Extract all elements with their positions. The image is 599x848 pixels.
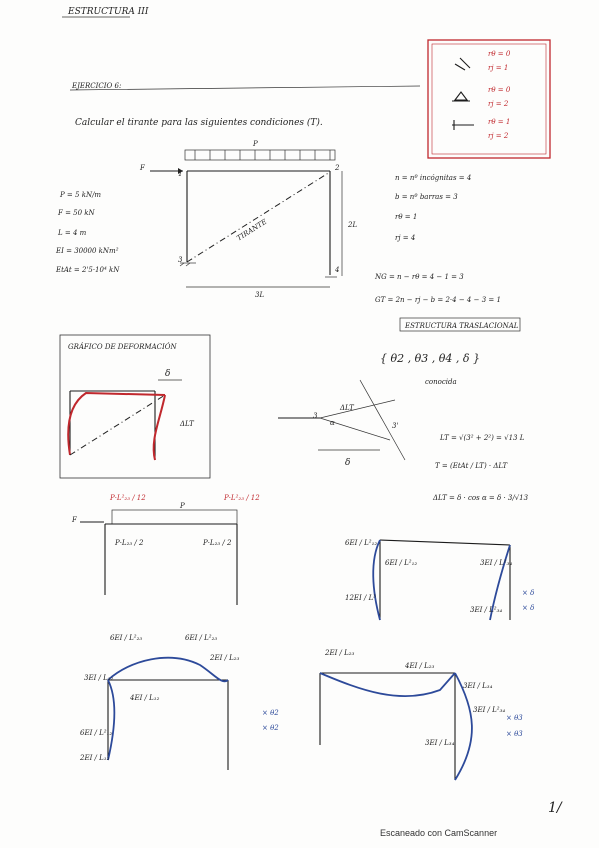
svg-text:× δ: × δ	[522, 604, 534, 612]
svg-text:3EI / L₃₄: 3EI / L₃₄	[425, 739, 455, 747]
deformation-delta: δ	[165, 369, 170, 379]
svg-text:6EI / L²₁₂: 6EI / L²₁₂	[345, 539, 377, 547]
legend-row-3-sub: rj = 2	[488, 132, 509, 140]
legend-row-1: rθ = 0	[488, 50, 511, 58]
geometry-note: 3 3' ΔLT α δ LT = √(3² + 2²) = √13 L T =…	[278, 379, 529, 502]
svg-text:2: 2	[334, 164, 340, 172]
structure-counts: n = nº incógnitas = 4 b = nº barras = 3 …	[374, 174, 521, 386]
svg-text:3EI / L²₃₄: 3EI / L²₃₄	[470, 606, 502, 614]
svg-text:12EI / L³: 12EI / L³	[345, 594, 376, 602]
gt-formula: GT = 2n − rj − b = 2·4 − 4 − 3 = 1	[375, 296, 501, 304]
data-item-5: EtAt = 2'5·10⁴ kN	[55, 266, 120, 274]
deformation-title: GRÁFICO DE DEFORMACIÓN	[68, 342, 177, 351]
statement-text: Calcular el tirante para las siguientes …	[75, 117, 323, 128]
svg-text:6EI / L²₁₂: 6EI / L²₁₂	[385, 559, 417, 567]
svg-text:n = nº incógnitas = 4: n = nº incógnitas = 4	[395, 174, 471, 182]
formula-lt: LT = √(3² + 2²) = √13 L	[439, 434, 525, 442]
legend-row-1-sub: rj = 1	[488, 64, 508, 72]
ng-formula: NG = n − rθ = 4 − 1 = 3	[374, 273, 464, 281]
svg-text:6EI / L²₁₂: 6EI / L²₁₂	[80, 729, 112, 737]
svg-text:3EI / L²₃₄: 3EI / L²₃₄	[480, 559, 512, 567]
moment-diagram-4: 2EI / L₂₃ 4EI / L₂₃ 3EI / L₃₄ 3EI / L²₃₄…	[319, 649, 523, 781]
svg-text:rθ = 1: rθ = 1	[395, 213, 417, 221]
height-label: 2L	[347, 221, 357, 229]
deformation-dlt: ΔLT	[179, 420, 195, 428]
support-legend-box: rθ = 0 rj = 1 rθ = 0 rj = 2 rθ = 1 rj = …	[427, 39, 551, 159]
force-label: F	[139, 164, 146, 172]
formula-dlt: ΔLT = δ · cos α = δ · 3/√13	[432, 494, 529, 502]
svg-text:α: α	[330, 419, 335, 427]
svg-text:P·L²₂₃ / 12: P·L²₂₃ / 12	[223, 494, 260, 502]
svg-text:× θ3: × θ3	[506, 730, 523, 738]
legend-row-2-sub: rj = 2	[488, 100, 509, 108]
structure-type: ESTRUCTURA TRASLACIONAL	[404, 322, 519, 330]
svg-text:δ: δ	[345, 458, 350, 468]
svg-text:3': 3'	[392, 422, 398, 430]
svg-text:× θ2: × θ2	[262, 724, 279, 732]
svg-text:2EI / L₂₃: 2EI / L₂₃	[324, 649, 355, 657]
fixed-support-icon	[454, 57, 471, 71]
svg-text:6EI / L²₂₃: 6EI / L²₂₃	[185, 634, 217, 642]
unknowns-set: { θ2 , θ3 , θ4 , δ }	[380, 352, 480, 365]
width-label: 3L	[255, 291, 264, 299]
moment-diagram-2: 6EI / L²₁₂ 6EI / L²₁₂ 12EI / L³ 3EI / L²…	[345, 539, 534, 621]
svg-text:F: F	[71, 516, 78, 524]
svg-text:× δ: × δ	[522, 589, 534, 597]
svg-text:6EI / L²₂₃: 6EI / L²₂₃	[110, 634, 142, 642]
svg-text:3: 3	[313, 412, 318, 420]
page-number: 1/	[548, 800, 562, 816]
exercise-label: EJERCICIO 6:	[71, 82, 121, 90]
svg-text:P·L²₂₃ / 12: P·L²₂₃ / 12	[109, 494, 146, 502]
svg-text:4EI / L₁₂: 4EI / L₁₂	[129, 694, 160, 702]
scanner-footer: Escaneado con CamScanner	[380, 828, 498, 838]
data-item-3: L = 4 m	[57, 229, 87, 237]
svg-text:ΔLT: ΔLT	[339, 404, 355, 412]
deformation-diagram: GRÁFICO DE DEFORMACIÓN δ ΔLT	[59, 334, 211, 479]
data-item-1: P = 5 kN/m	[59, 191, 101, 199]
load-label: P	[252, 140, 258, 148]
roller-support-icon	[452, 120, 474, 130]
tie-label: TIRANTE	[235, 218, 268, 243]
svg-text:× θ3: × θ3	[506, 714, 523, 722]
svg-text:P·L₂₃ / 2: P·L₂₃ / 2	[202, 539, 232, 547]
svg-text:3EI / L₃₄: 3EI / L₃₄	[463, 682, 493, 690]
formula-t: T = (EtAt / LT) · ΔLT	[435, 462, 508, 470]
svg-text:3EI / L₁₂: 3EI / L₁₂	[84, 674, 114, 682]
svg-text:P: P	[179, 502, 185, 510]
svg-text:b = nº barras = 3: b = nº barras = 3	[395, 193, 458, 201]
svg-text:P·L₂₃ / 2: P·L₂₃ / 2	[114, 539, 144, 547]
legend-row-3: rθ = 1	[488, 118, 510, 126]
svg-text:4: 4	[334, 266, 339, 274]
svg-text:2EI / L₂₃: 2EI / L₂₃	[209, 654, 240, 662]
moment-diagram-3: 6EI / L²₂₃ 6EI / L²₂₃ 2EI / L₂₃ 3EI / L₁…	[79, 634, 279, 770]
svg-text:2EI / L₁₂: 2EI / L₁₂	[79, 754, 110, 762]
svg-text:rj = 4: rj = 4	[395, 234, 415, 242]
data-item-4: EI = 30000 kNm²	[55, 247, 119, 255]
data-list: P = 5 kN/m F = 50 kN L = 4 m EI = 30000 …	[55, 191, 120, 274]
legend-row-2: rθ = 0	[488, 86, 511, 94]
svg-text:3EI / L²₃₄: 3EI / L²₃₄	[473, 706, 505, 714]
data-item-2: F = 50 kN	[57, 209, 96, 217]
unknown-note: conocida	[425, 378, 457, 386]
moment-diagram-1: P·L²₂₃ / 12 P·L²₂₃ / 12 P·L₂₃ / 2 P·L₂₃ …	[71, 494, 260, 605]
svg-text:× θ2: × θ2	[262, 709, 279, 717]
svg-text:3: 3	[178, 256, 183, 264]
chapter-title: ESTRUCTURA III	[67, 7, 149, 17]
main-frame-drawing: P F TIRANTE 2L 3L 1 2 3 4	[139, 140, 357, 299]
svg-text:4EI / L₂₃: 4EI / L₂₃	[404, 662, 435, 670]
svg-text:1: 1	[178, 170, 182, 178]
pinned-support-icon	[452, 91, 470, 102]
